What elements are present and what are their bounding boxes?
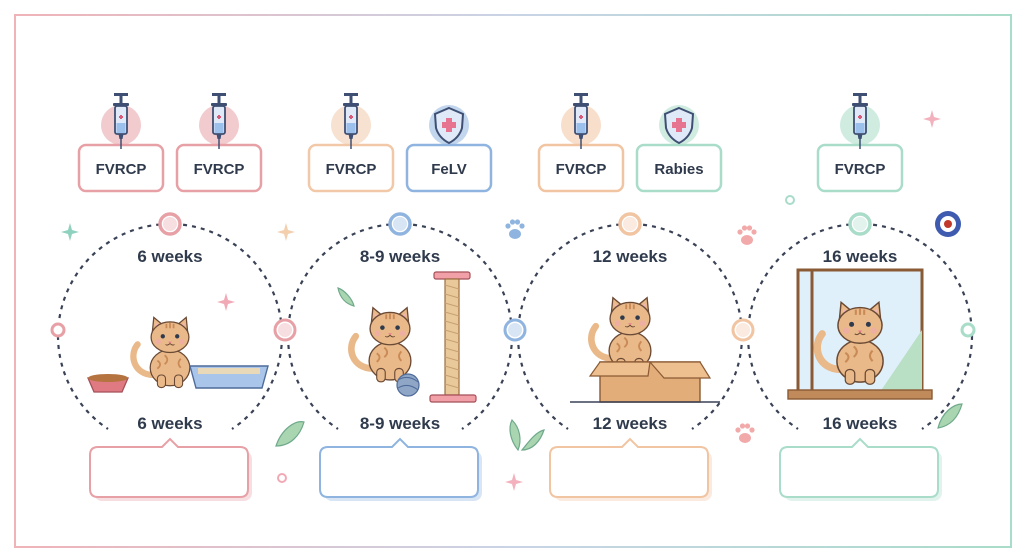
- vaccine-card-rabies: Rabies: [635, 105, 723, 193]
- paw-print-icon: [737, 225, 757, 245]
- timeline-arc-lower-right: [461, 335, 514, 430]
- dot-decoration: [277, 473, 287, 483]
- timeline-arc: [516, 222, 744, 337]
- kitten-with-food-bowl-and-litter-box: [87, 316, 269, 393]
- note-box: [89, 437, 252, 501]
- age-label-top: 12 weeks: [593, 247, 668, 266]
- sparkle-icon: [61, 223, 79, 241]
- kitten: [130, 316, 191, 389]
- dot-decoration: [785, 195, 795, 205]
- vaccine-card-fvrcp: FVRCP: [816, 93, 904, 193]
- paw-print-icon: [735, 423, 755, 443]
- leaf-icon: [275, 287, 963, 452]
- vaccine-card-felv: FeLV: [405, 105, 493, 193]
- timeline-junction: [731, 318, 755, 342]
- timeline-arc-lower-left: [516, 335, 569, 430]
- sparkle-icon: [505, 473, 523, 491]
- vaccine-card-fvrcp: FVRCP: [307, 93, 395, 193]
- timeline-stage-3: 12 weeks 12 weeks FVRCP Rabies: [516, 93, 744, 501]
- sparkle-icon: [277, 223, 295, 241]
- shield-icon: [429, 105, 469, 145]
- window-sill: [787, 389, 933, 400]
- paw-print-icon: [505, 219, 525, 239]
- age-label-bottom: 6 weeks: [137, 414, 202, 433]
- age-label-bottom: 16 weeks: [823, 414, 898, 433]
- timeline-node: [158, 212, 182, 236]
- note-box: [779, 437, 942, 501]
- timeline-junction: [273, 318, 297, 342]
- window-cat: [813, 300, 884, 385]
- vaccine-name: FVRCP: [194, 161, 245, 178]
- timeline-arc-lower-left: [746, 335, 799, 430]
- vaccine-name: Rabies: [654, 161, 703, 178]
- note-box: [549, 437, 712, 501]
- timeline-stage-1: 6 weeks 6 weeks FVRCP FVRCP: [56, 93, 284, 501]
- vaccine-name: FVRCP: [96, 161, 147, 178]
- vaccine-name: FVRCP: [326, 161, 377, 178]
- age-label-top: 8-9 weeks: [360, 247, 440, 266]
- timeline-arc: [286, 222, 514, 337]
- vaccine-name: FVRCP: [556, 161, 607, 178]
- note-box: [319, 437, 482, 501]
- syringe-icon: [331, 93, 371, 149]
- age-label-bottom: 8-9 weeks: [360, 414, 440, 433]
- eye-icon: [935, 211, 961, 237]
- vaccine-name: FVRCP: [835, 161, 886, 178]
- playing-kitten: [348, 306, 412, 383]
- timeline-junction: [503, 318, 527, 342]
- shield-icon: [659, 105, 699, 145]
- syringe-icon: [199, 93, 239, 149]
- vaccine-name: FeLV: [431, 161, 467, 178]
- kitten-with-scratching-post-and-yarn: [348, 271, 477, 403]
- timeline-arc: [746, 222, 974, 337]
- timeline-junction: [50, 322, 66, 338]
- vaccine-card-fvrcp: FVRCP: [77, 93, 165, 193]
- age-label-bottom: 12 weeks: [593, 414, 668, 433]
- timeline-arc-lower-right: [231, 335, 284, 430]
- cat-in-cardboard-box: [570, 296, 720, 403]
- box-cat: [588, 296, 652, 373]
- cat-sitting-in-window: [787, 268, 933, 400]
- timeline-arc: [56, 222, 284, 337]
- timeline-stage-4: 16 weeks 16 weeks FVRCP: [746, 93, 974, 501]
- syringe-icon: [101, 93, 141, 149]
- age-label-top: 16 weeks: [823, 247, 898, 266]
- vaccine-card-fvrcp: FVRCP: [537, 93, 625, 193]
- timeline-stage-2: 8-9 weeks 8-9 weeks FVRCP FeLV: [286, 93, 514, 501]
- age-label-top: 6 weeks: [137, 247, 202, 266]
- sparkle-icon: [217, 293, 235, 311]
- timeline-node: [388, 212, 412, 236]
- timeline-arc-lower-left: [286, 335, 339, 430]
- sparkle-icon: [923, 110, 941, 128]
- vaccine-card-fvrcp: FVRCP: [175, 93, 263, 193]
- timeline-junction: [960, 322, 976, 338]
- syringe-icon: [840, 93, 880, 149]
- decorations: [61, 110, 963, 491]
- syringe-icon: [561, 93, 601, 149]
- timeline-arc-lower-right: [691, 335, 744, 430]
- timeline-node: [848, 212, 872, 236]
- timeline-arc-lower-right: [921, 335, 974, 430]
- timeline-node: [618, 212, 642, 236]
- timeline-arc-lower-left: [56, 335, 109, 430]
- scratching-post: [433, 271, 471, 280]
